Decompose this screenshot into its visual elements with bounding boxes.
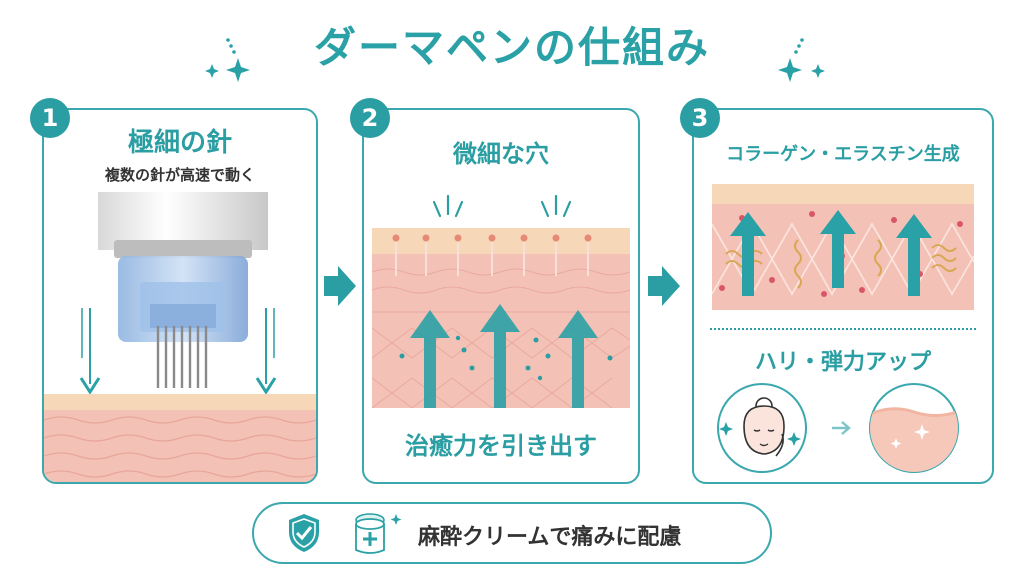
step-panel-1: 極細の針 複数の針が高速で動く	[42, 108, 318, 484]
cream-jar-icon	[355, 513, 402, 554]
collagen-skin-illustration	[712, 184, 974, 310]
down-arrow-icon	[79, 308, 101, 394]
shield-check-icon	[289, 514, 319, 552]
step-number-badge: 1	[30, 98, 70, 138]
down-arrow-icon	[255, 308, 277, 394]
step-subtitle: 複数の針が高速で動く	[104, 166, 255, 184]
radiating-lines-icon	[540, 194, 572, 218]
radiating-lines-icon	[432, 194, 464, 218]
footer-text: 麻酔クリームで痛みに配慮	[418, 525, 682, 550]
face-icon	[717, 383, 807, 473]
next-step-arrow-icon	[648, 266, 680, 306]
sparkle-icon	[198, 34, 258, 84]
right-arrow-icon	[832, 421, 851, 435]
smooth-skin-icon	[869, 383, 959, 473]
step-panel-3: コラーゲン・エラスチン生成 ハリ・弾力アップ	[692, 108, 994, 484]
footer-banner	[252, 502, 772, 564]
page-title: ダーマペンの仕組み	[313, 23, 710, 72]
step-number-badge: 2	[350, 98, 390, 138]
step-title: 微細な穴	[453, 140, 549, 168]
skin-micro-holes-illustration	[372, 228, 630, 408]
sparkle-icon	[772, 34, 832, 84]
step-caption: 治癒力を引き出す	[405, 432, 597, 460]
step-title: 極細の針	[127, 128, 232, 158]
step-number-badge: 3	[680, 98, 720, 138]
step-title: コラーゲン・エラスチン生成	[726, 144, 960, 165]
dotted-divider	[710, 328, 976, 330]
step-caption: ハリ・弾力アップ	[754, 350, 931, 375]
skin-layer-illustration	[44, 394, 316, 482]
step-panel-2: 微細な穴	[362, 108, 640, 484]
dermapen-device-icon	[98, 192, 268, 388]
next-step-arrow-icon	[324, 266, 356, 306]
